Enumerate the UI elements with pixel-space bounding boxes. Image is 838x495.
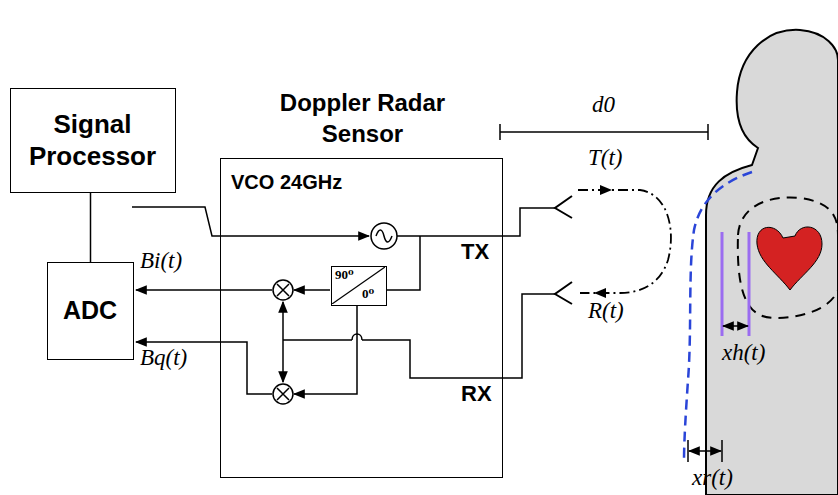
xr-arrow xyxy=(689,450,721,452)
connector xyxy=(90,193,92,262)
body-silhouette xyxy=(706,30,838,495)
node-text: Signal Processor xyxy=(18,108,168,173)
node-text: RX xyxy=(461,381,492,406)
mixer xyxy=(273,280,293,300)
signal-name: Bq(t) xyxy=(140,345,187,371)
sine-symbol xyxy=(376,230,392,242)
signal-name: R(t) xyxy=(588,298,624,324)
node-text: Doppler Radar Sensor xyxy=(248,87,478,149)
wire-hop xyxy=(352,334,362,340)
node-text: 90⁰ xyxy=(335,268,354,283)
processor-box: Signal Processor xyxy=(10,88,176,193)
tx-wire xyxy=(397,208,555,236)
heart-wall-line xyxy=(748,232,751,336)
mixer-x xyxy=(277,284,289,296)
oscillator xyxy=(371,223,397,249)
adc-box: ADC xyxy=(47,262,134,360)
node-text: TX xyxy=(461,239,489,264)
control-wire xyxy=(132,207,369,236)
signal-name: T(t) xyxy=(588,145,623,171)
sensor-box: Doppler Radar SensorVCO 24GHzTXRX90⁰0⁰ xyxy=(220,158,503,478)
dimension-label: d0 xyxy=(592,92,615,118)
phase-shifter: 90⁰ 0⁰ xyxy=(331,266,387,306)
xr-tick xyxy=(687,440,689,462)
heart xyxy=(757,227,822,290)
node-text: ADC xyxy=(63,296,117,325)
dimension-label: xh(t) xyxy=(722,340,765,366)
rf-feed xyxy=(282,302,284,382)
tx-wave-arrow xyxy=(600,185,612,195)
q-wire xyxy=(136,342,272,394)
heart-wall-line xyxy=(721,232,724,336)
xh-arrow xyxy=(723,325,748,327)
phase-divider-line xyxy=(332,267,385,304)
node-text: 0⁰ xyxy=(362,287,374,302)
lo-0-wire xyxy=(294,305,357,394)
thorax-outline xyxy=(738,197,838,318)
d0-line xyxy=(500,131,708,133)
node-text: VCO 24GHz xyxy=(231,171,342,194)
lo-wire xyxy=(386,236,420,290)
signal-name: Bi(t) xyxy=(140,248,182,274)
rx-antenna xyxy=(555,282,572,304)
mixer-x xyxy=(277,388,289,400)
xr-tick xyxy=(721,440,723,462)
rx-wave-arrow xyxy=(594,288,606,298)
wave-path xyxy=(578,190,671,293)
lo-90-wire xyxy=(294,289,330,291)
chest-wall xyxy=(684,172,752,462)
i-wire xyxy=(136,289,272,291)
mixer xyxy=(273,384,293,404)
tx-antenna xyxy=(555,196,572,218)
rx-wire xyxy=(283,294,555,378)
dimension-label: xr(t) xyxy=(692,465,733,491)
